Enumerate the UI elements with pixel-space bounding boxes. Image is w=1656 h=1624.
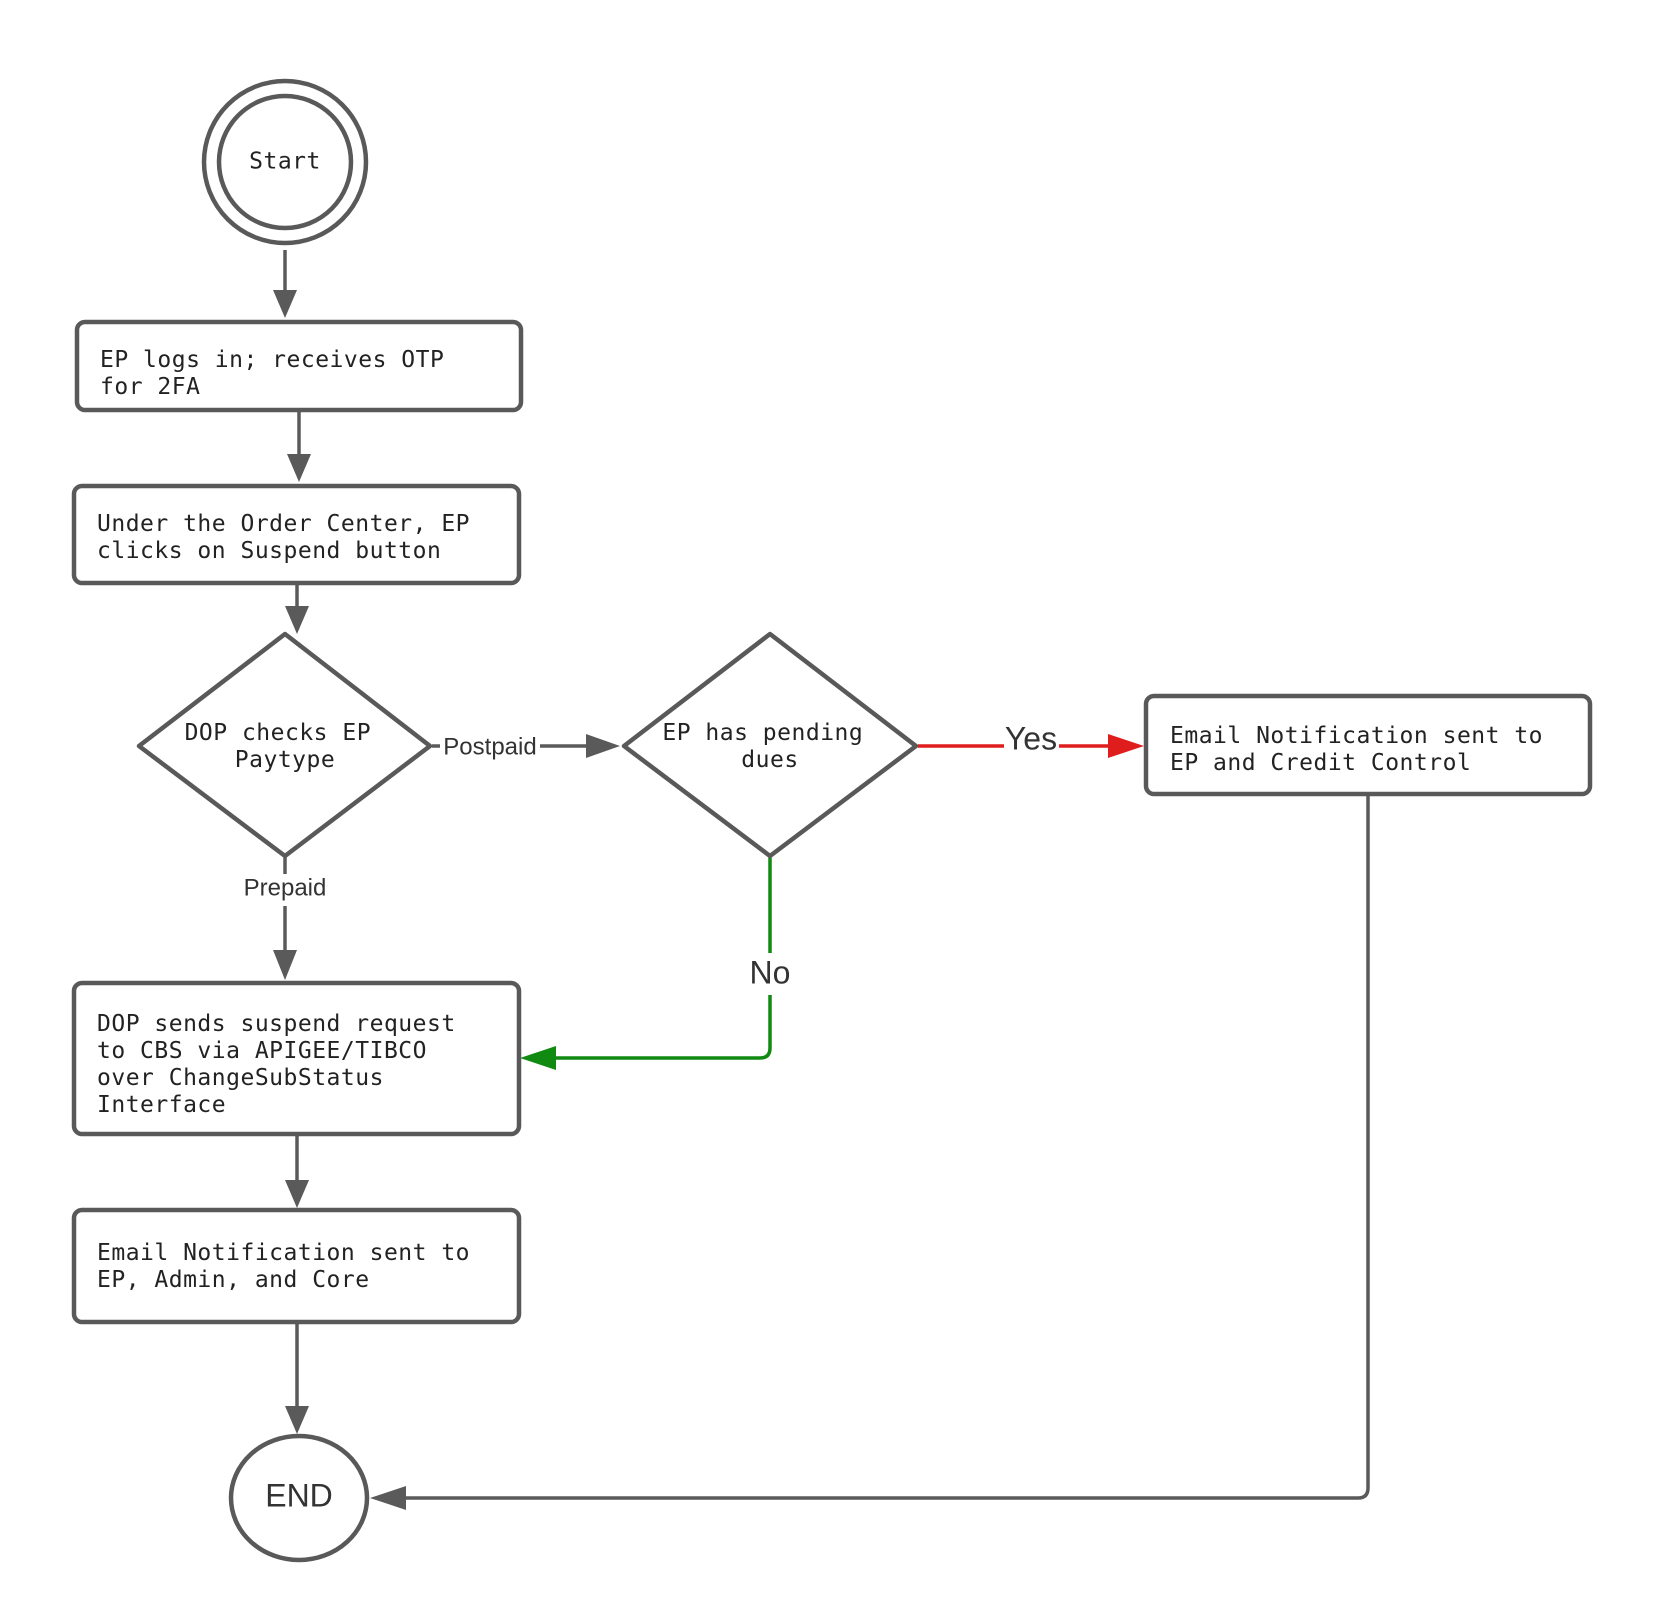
pending-dues-decision-text: EP has pending dues bbox=[662, 720, 877, 773]
edge-dues-to-notify-credit[interactable]: Yes bbox=[918, 720, 1144, 758]
paytype-decision-node[interactable]: DOP checks EP Paytype bbox=[136, 631, 433, 859]
end-label: END bbox=[265, 1477, 333, 1513]
start-label: Start bbox=[249, 149, 321, 175]
pending-dues-decision-node[interactable]: EP has pending dues bbox=[621, 631, 919, 859]
edge-notify-admin-to-end[interactable] bbox=[285, 1322, 309, 1434]
login-step-text: EP logs in; receives OTP for 2FA bbox=[100, 347, 459, 400]
suspend-click-text: Under the Order Center, EP clicks on Sus… bbox=[97, 511, 484, 564]
edge-dues-to-send-request[interactable]: No bbox=[520, 856, 790, 1070]
edge-login-to-suspend[interactable] bbox=[287, 412, 311, 482]
edge-label-postpaid: Postpaid bbox=[443, 733, 536, 760]
edge-label-yes: Yes bbox=[1005, 720, 1057, 756]
edge-label-prepaid: Prepaid bbox=[244, 874, 327, 901]
send-request-text: DOP sends suspend request to CBS via API… bbox=[97, 1011, 470, 1118]
login-step-node[interactable]: EP logs in; receives OTP for 2FA bbox=[74, 319, 524, 413]
edge-paytype-to-send-request[interactable]: Prepaid bbox=[244, 856, 327, 980]
paytype-decision-text: DOP checks EP Paytype bbox=[185, 720, 386, 773]
notify-credit-text: Email Notification sent to EP and Credit… bbox=[1170, 723, 1557, 776]
start-node[interactable]: Start bbox=[201, 78, 369, 246]
edge-label-no: No bbox=[750, 954, 791, 990]
notify-admin-node[interactable]: Email Notification sent to EP, Admin, an… bbox=[71, 1207, 522, 1325]
notify-admin-text: Email Notification sent to EP, Admin, an… bbox=[97, 1240, 484, 1293]
edge-suspend-to-paytype[interactable] bbox=[285, 584, 309, 634]
edge-send-request-to-notify-admin[interactable] bbox=[285, 1134, 309, 1208]
suspend-click-node[interactable]: Under the Order Center, EP clicks on Sus… bbox=[71, 483, 522, 586]
notify-credit-node[interactable]: Email Notification sent to EP and Credit… bbox=[1143, 693, 1593, 797]
edge-notify-credit-to-end[interactable] bbox=[370, 794, 1370, 1510]
edge-start-to-login[interactable] bbox=[273, 250, 297, 318]
send-request-node[interactable]: DOP sends suspend request to CBS via API… bbox=[71, 980, 522, 1137]
edge-paytype-to-dues[interactable]: Postpaid bbox=[432, 733, 620, 760]
end-node[interactable]: END bbox=[228, 1433, 370, 1563]
